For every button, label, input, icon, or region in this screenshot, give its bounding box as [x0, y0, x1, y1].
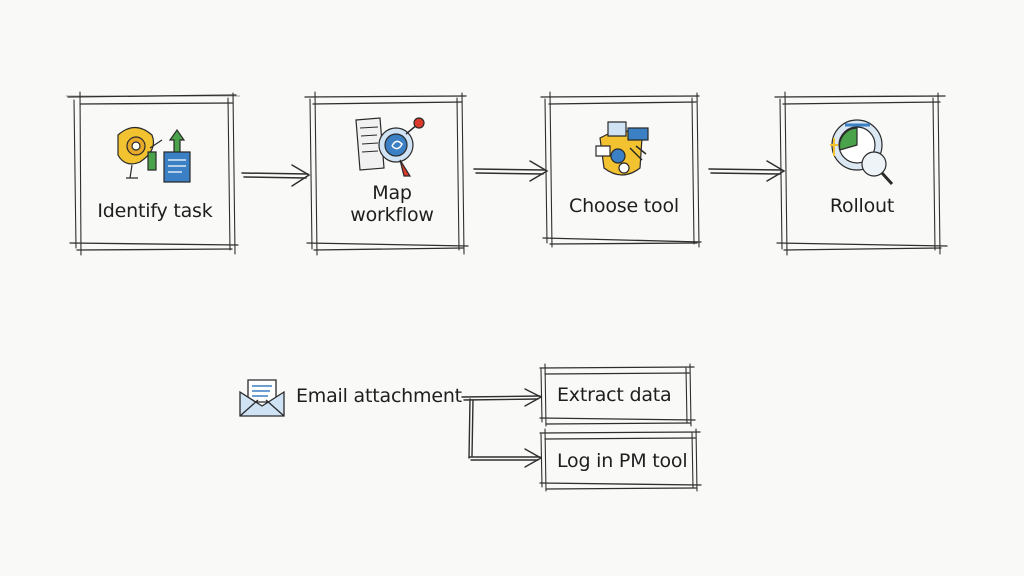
step-label-choose-tool: Choose tool [569, 195, 679, 217]
tool-shield-icon [595, 121, 649, 176]
step-box-identify-task [65, 91, 241, 256]
source-label-email-attachment: Email attachment [296, 385, 462, 407]
branch-arrow-extract [461, 388, 543, 407]
step-box-rollout [774, 91, 948, 256]
rollout-clock-icon [830, 119, 894, 186]
arrow-3-4 [708, 160, 786, 182]
step-label-map-workflow: Map workflow [350, 182, 434, 226]
arrow-1-2 [241, 164, 311, 187]
envelope-icon [239, 379, 285, 417]
step-label-identify-task: Identify task [97, 200, 213, 222]
branch-arrow-log [468, 398, 543, 468]
step-label-rollout: Rollout [829, 195, 895, 217]
step-box-map-workflow [304, 91, 469, 256]
arrow-2-3 [473, 160, 549, 182]
target-label-extract-data: Extract data [557, 384, 672, 406]
workflow-magnifier-icon [355, 117, 425, 177]
target-label-log-in-pm-tool: Log in PM tool [557, 450, 688, 472]
target-box-log-in-pm-tool [539, 428, 702, 492]
task-target-icon [117, 126, 191, 183]
target-box-extract-data [539, 363, 696, 427]
